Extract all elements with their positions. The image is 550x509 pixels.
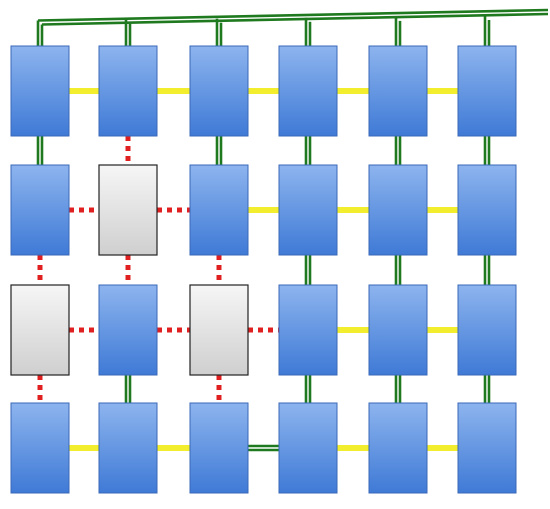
active-block-r2-c6 [457, 164, 517, 256]
v-link-r2-c6 [483, 255, 491, 285]
active-block-r4-c4 [278, 402, 338, 494]
active-block-r4-c5 [368, 402, 428, 494]
active-block-r4-c1 [10, 402, 70, 494]
active-block-r2-c4 [278, 164, 338, 256]
active-block-r4-c2 [98, 402, 158, 494]
link-layer [36, 88, 491, 452]
top-bus-rail-2 [41, 12, 549, 26]
v-link-r1-c1 [36, 136, 44, 165]
v-link-r2-c5 [394, 255, 402, 285]
v-link-r1-c4 [304, 136, 312, 165]
active-block-r3-c5 [368, 284, 428, 376]
v-link-r3-c2 [124, 375, 132, 403]
top-bus-layer [36, 8, 549, 46]
v-link-r2-c4 [304, 255, 312, 285]
inactive-block-r3-c3 [189, 284, 249, 376]
active-block-r1-c3 [189, 45, 249, 137]
top-bus [36, 8, 549, 46]
active-block-r1-c4 [278, 45, 338, 137]
active-block-r4-c3 [189, 402, 249, 494]
v-link-r3-c5 [394, 375, 402, 403]
active-block-r1-c5 [368, 45, 428, 137]
v-link-r1-c6 [483, 136, 491, 165]
active-block-r4-c6 [457, 402, 517, 494]
v-link-r1-c5 [394, 136, 402, 165]
active-block-r2-c5 [368, 164, 428, 256]
v-link-r3-c6 [483, 375, 491, 403]
v-link-r3-c4 [304, 375, 312, 403]
h-link-r4-c3 [248, 444, 279, 452]
v-link-r1-c3 [215, 136, 223, 165]
active-block-r1-c1 [10, 45, 70, 137]
active-block-r3-c4 [278, 284, 338, 376]
active-block-r3-c6 [457, 284, 517, 376]
inactive-block-r2-c2 [98, 164, 158, 256]
active-block-r1-c6 [457, 45, 517, 137]
active-block-r3-c2 [98, 284, 158, 376]
top-bus-rail-1 [37, 8, 549, 22]
inactive-block-r3-c1 [10, 284, 70, 376]
active-block-r2-c1 [10, 164, 70, 256]
block-layer [10, 45, 517, 494]
active-block-r1-c2 [98, 45, 158, 137]
active-block-r2-c3 [189, 164, 249, 256]
